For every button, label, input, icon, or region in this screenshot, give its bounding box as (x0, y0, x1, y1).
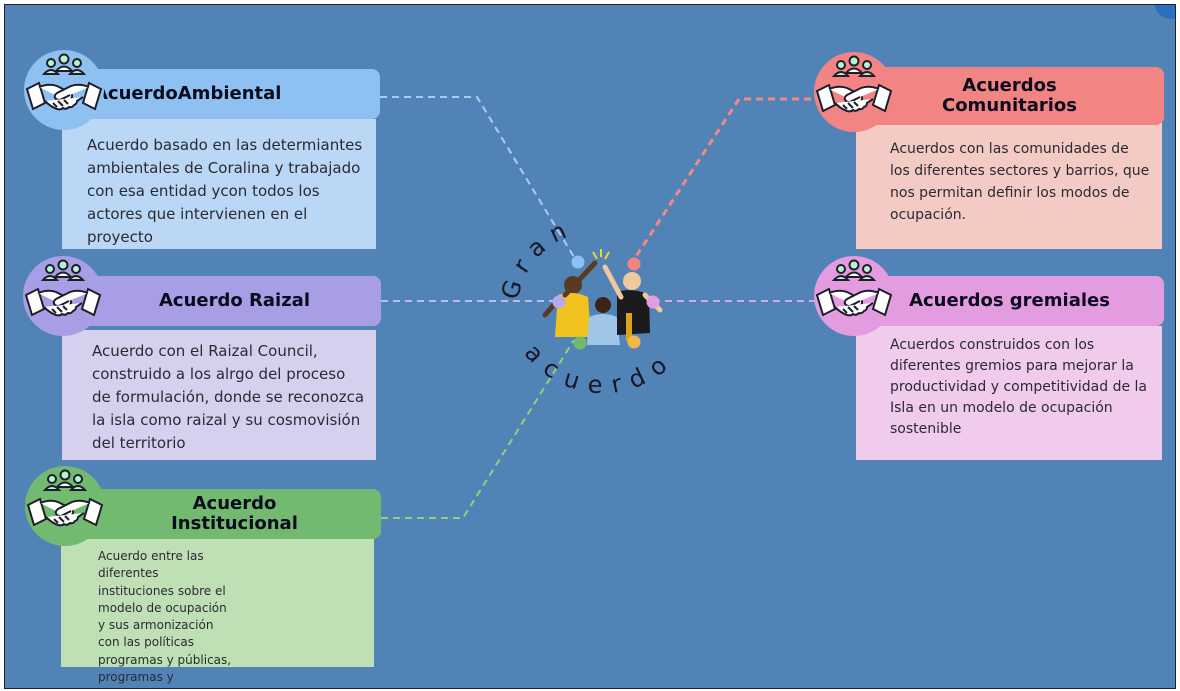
card-header-institucional: Acuerdo Institucional (60, 489, 381, 539)
connector-dot-ambiental (571, 255, 585, 269)
card-body-comunitarios: Acuerdos con las comunidades de los dife… (856, 121, 1162, 249)
connector-dot-accent (627, 335, 641, 349)
card-header-ambiental: AcuerdoAmbiental (60, 69, 380, 119)
card-title: Acuerdo Institucional (171, 493, 298, 534)
handshake-people-icon (813, 255, 895, 337)
card-body-gremiales: Acuerdos construidos con los diferentes … (856, 326, 1162, 460)
diagram-canvas: Gran acuerdo Acuerdo basado en las deter… (4, 4, 1176, 689)
card-title: Acuerdos gremiales (909, 290, 1110, 311)
handshake-people-icon (22, 255, 104, 337)
connector-comunitarios (631, 97, 823, 262)
card-description: Acuerdo basado en las determiantes ambie… (87, 136, 363, 246)
card-title: Acuerdo Raizal (159, 290, 310, 311)
connector-dot-gremiales (646, 295, 660, 309)
handshake-people-icon (24, 465, 106, 547)
card-description: Acuerdos construidos con los diferentes … (890, 337, 1148, 437)
handshake-people-icon (23, 49, 105, 131)
connector-dot-raizal (552, 295, 566, 309)
card-body-ambiental: Acuerdo basado en las determiantes ambie… (62, 119, 376, 249)
card-description: Acuerdo entre las diferentes institucion… (98, 549, 232, 688)
card-title: AcuerdoAmbiental (94, 83, 282, 104)
connector-institucional (381, 339, 575, 519)
connector-layer: Gran acuerdo (380, 96, 823, 519)
handshake-people-icon (813, 51, 895, 133)
card-description: Acuerdos con las comunidades de los dife… (890, 141, 1150, 223)
celebrating-people-illustration (542, 249, 663, 345)
card-header-raizal: Acuerdo Raizal (60, 276, 381, 326)
connector-dot-comunitarios (627, 257, 641, 271)
card-title: Acuerdos Comunitarios (941, 75, 1077, 116)
connector-ambiental (380, 96, 575, 258)
card-body-institucional: Acuerdo entre las diferentes institucion… (61, 539, 374, 688)
card-body-raizal: Acuerdo con el Raizal Council, construid… (62, 330, 376, 460)
card-description: Acuerdo con el Raizal Council, construid… (92, 342, 365, 452)
corner-badge (1155, 5, 1175, 19)
connector-dot-institucional (573, 336, 587, 350)
